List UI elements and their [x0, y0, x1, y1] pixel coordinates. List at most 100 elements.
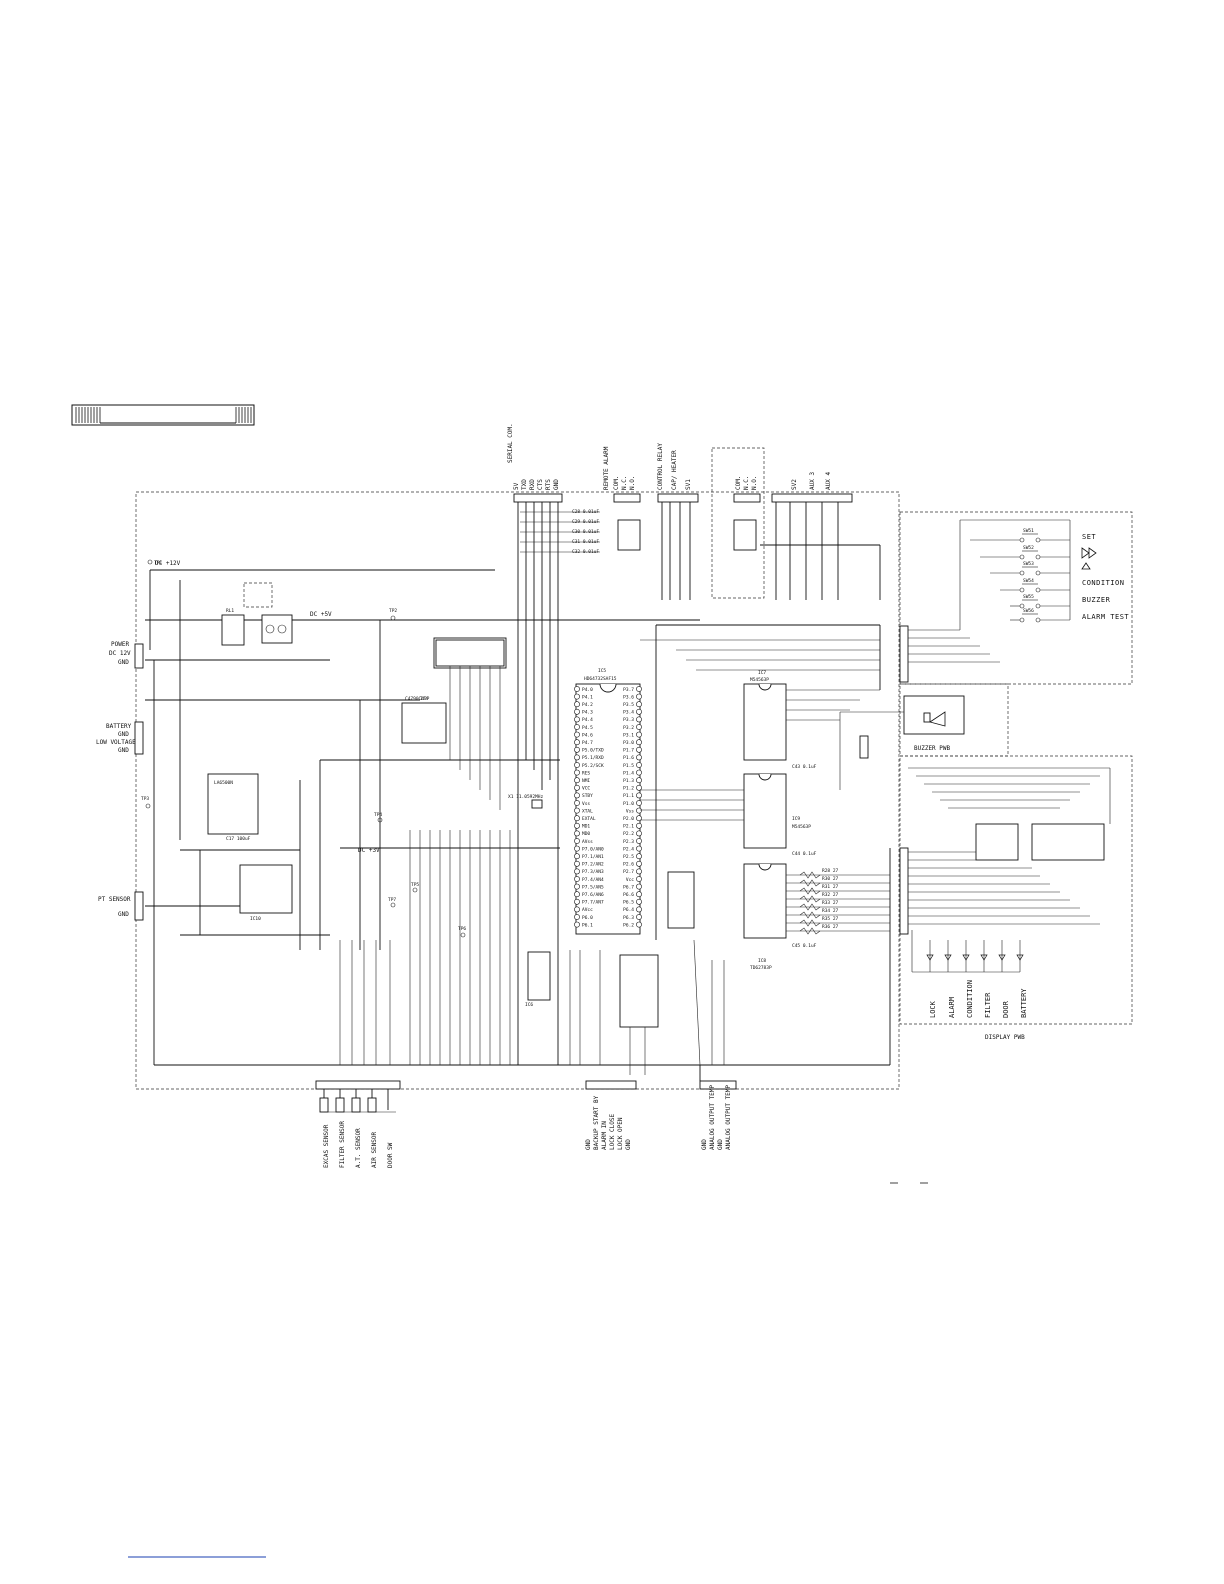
mcu-left-pin-32	[574, 921, 580, 928]
mcu-right-pin-label-11: P1.5	[623, 763, 634, 769]
crystal-label: X1 11.0592MHz	[508, 794, 544, 800]
control-relay-label: CONTROL RELAY	[657, 443, 664, 490]
label-gnd-3: GND	[118, 747, 129, 754]
mcu-right-pin-32	[636, 921, 642, 928]
mcu-right-pin-label-5: P3.3	[623, 717, 634, 723]
ic7-part-label: M54563P	[750, 677, 769, 683]
top-connectors	[513, 493, 881, 1065]
bottom-right-2: GND	[717, 1139, 724, 1150]
mcu-left-pin-label-32: P6.1	[582, 922, 593, 928]
mcu-left-pin-label-14: VCC	[582, 786, 590, 792]
mcu-left-pin-19	[574, 822, 580, 829]
right-connectors	[879, 625, 909, 1065]
right-resistors	[799, 871, 821, 935]
mcu-right-pin-label-21: P2.3	[623, 839, 634, 845]
mcu-right-pin-label-31: P6.3	[623, 915, 634, 921]
bottom-mid-4: LOCK OPEN	[617, 1117, 624, 1150]
com-pin-nc: N.C.	[743, 476, 750, 490]
mcu-left-pin-13	[574, 777, 580, 784]
mcu-right-pin-label-6: P3.2	[623, 725, 634, 731]
mcu-left-pin-label-4: P4.3	[582, 710, 593, 716]
mcu-right-pin-5	[636, 716, 642, 723]
fast-forward-icon	[1081, 547, 1097, 559]
ic7-label: IC7	[758, 670, 766, 676]
mcu-right-pin-18	[636, 815, 642, 822]
mcu-right-pin-label-30: P6.4	[623, 907, 634, 913]
cap-30: C30 0.01uF	[572, 529, 599, 535]
r32: R32 27	[822, 892, 839, 898]
ic6-regulator	[527, 951, 551, 1001]
bottom-right-3: ANALOG OUTPUT TEMP	[725, 1085, 732, 1150]
driver-ic8	[743, 863, 787, 939]
header-bar	[71, 404, 255, 426]
mcu-left-pin-16	[574, 800, 580, 806]
mcu-right-pin-label-14: P1.2	[623, 786, 634, 792]
sw53-label: SW53	[1023, 561, 1034, 567]
ic5-part-label: HD64732SAF15	[584, 676, 617, 682]
mcu-left-pin-4	[574, 708, 580, 715]
mcu-right-pin-label-2: P3.6	[623, 694, 634, 700]
label-gnd-4: GND	[118, 911, 129, 918]
display-pwb-label: DISPLAY PWB	[985, 1034, 1025, 1041]
mcu-right-pin-label-28: P6.6	[623, 892, 634, 898]
driver-ic7	[743, 683, 787, 761]
ic9-label: IC9	[792, 816, 800, 822]
serial-pin-4: CTS	[537, 479, 544, 490]
mcu-right-pin-label-10: P1.6	[623, 755, 634, 761]
mcu-right-pin-25	[636, 868, 642, 875]
mcu-left-pin-10	[574, 754, 580, 761]
serial-pin-2: TXD	[521, 479, 528, 490]
mcu-right-pin-label-18: P2.0	[623, 816, 634, 822]
mcu-left-pin-label-24: P7.2/AN2	[582, 862, 604, 868]
left-connector	[134, 643, 144, 921]
bottom-mid-1: BACKUP START BY	[593, 1095, 600, 1150]
mcu-right-pin-label-22: P2.4	[623, 846, 634, 852]
door-switch: DOOR SW	[387, 1142, 394, 1168]
mcu-right-pin-31	[636, 914, 642, 920]
mcu-right-pin-14	[636, 784, 642, 791]
r28: R28 27	[822, 868, 839, 874]
mcu-right-pin-22	[636, 845, 642, 852]
rail-dc5-label: DC +5V	[310, 611, 332, 618]
driver-ic9	[743, 773, 787, 849]
label-power: POWER	[111, 641, 129, 648]
mcu-right-pin-19	[636, 822, 642, 829]
mcu-right-pin-15	[636, 792, 642, 799]
sensor-air: AIR SENSOR	[371, 1131, 378, 1168]
mcu-left-pin-29	[574, 898, 580, 905]
test-points	[145, 559, 466, 938]
mcu-left-pin-6	[574, 724, 580, 730]
sw51-label: SW51	[1023, 528, 1034, 534]
label-gnd-2: GND	[118, 731, 129, 738]
aux4-label: AUX 4	[825, 472, 832, 490]
mcu-right-pin-label-8: P3.0	[623, 740, 634, 746]
sw56-label: SW56	[1023, 608, 1034, 614]
r35: R35 27	[822, 916, 839, 922]
cap-heater-label: CAP/ HEATER	[671, 450, 678, 490]
serial-com-label: SERIAL COM.	[507, 423, 514, 463]
switch-board-outline	[899, 511, 1133, 685]
mcu-ic5	[575, 683, 641, 935]
cap-28: C28 0.01uF	[572, 509, 599, 515]
tp-6: TP6	[458, 926, 466, 932]
mcu-left-pin-label-27: P7.5/AN5	[582, 884, 604, 890]
mcu-right-pin-4	[636, 708, 642, 715]
sensor-filter: FILTER SENSOR	[339, 1121, 346, 1168]
sw52-label: SW52	[1023, 545, 1034, 551]
cap-32: C32 0.01uF	[572, 549, 599, 555]
mcu-left-pin-label-7: P4.6	[582, 732, 593, 738]
mcu-right-pin-label-9: P1.7	[623, 748, 634, 754]
mcu-right-pin-label-26: Vcc	[626, 877, 634, 883]
led-door-label: DOOR	[1002, 1000, 1010, 1018]
mcu-left-pin-label-20: MD0	[582, 831, 590, 837]
mcu-right-pin-label-24: P2.6	[623, 862, 634, 868]
mcu-left-pins: P4.0P4.1P4.2P4.3P4.4P4.5P4.6P4.7P5.0/TXD…	[574, 686, 604, 928]
remote-pin-nc: N.C.	[621, 476, 628, 490]
mcu-right-pin-16	[636, 800, 642, 806]
mcu-left-pin-label-9: P5.0/TXD	[582, 748, 604, 754]
mcu-left-pin-21	[574, 838, 580, 844]
mcu-right-pin-20	[636, 830, 642, 837]
display-board-outline	[899, 755, 1133, 1025]
mcu-right-pin-label-19: P2.1	[623, 824, 634, 830]
